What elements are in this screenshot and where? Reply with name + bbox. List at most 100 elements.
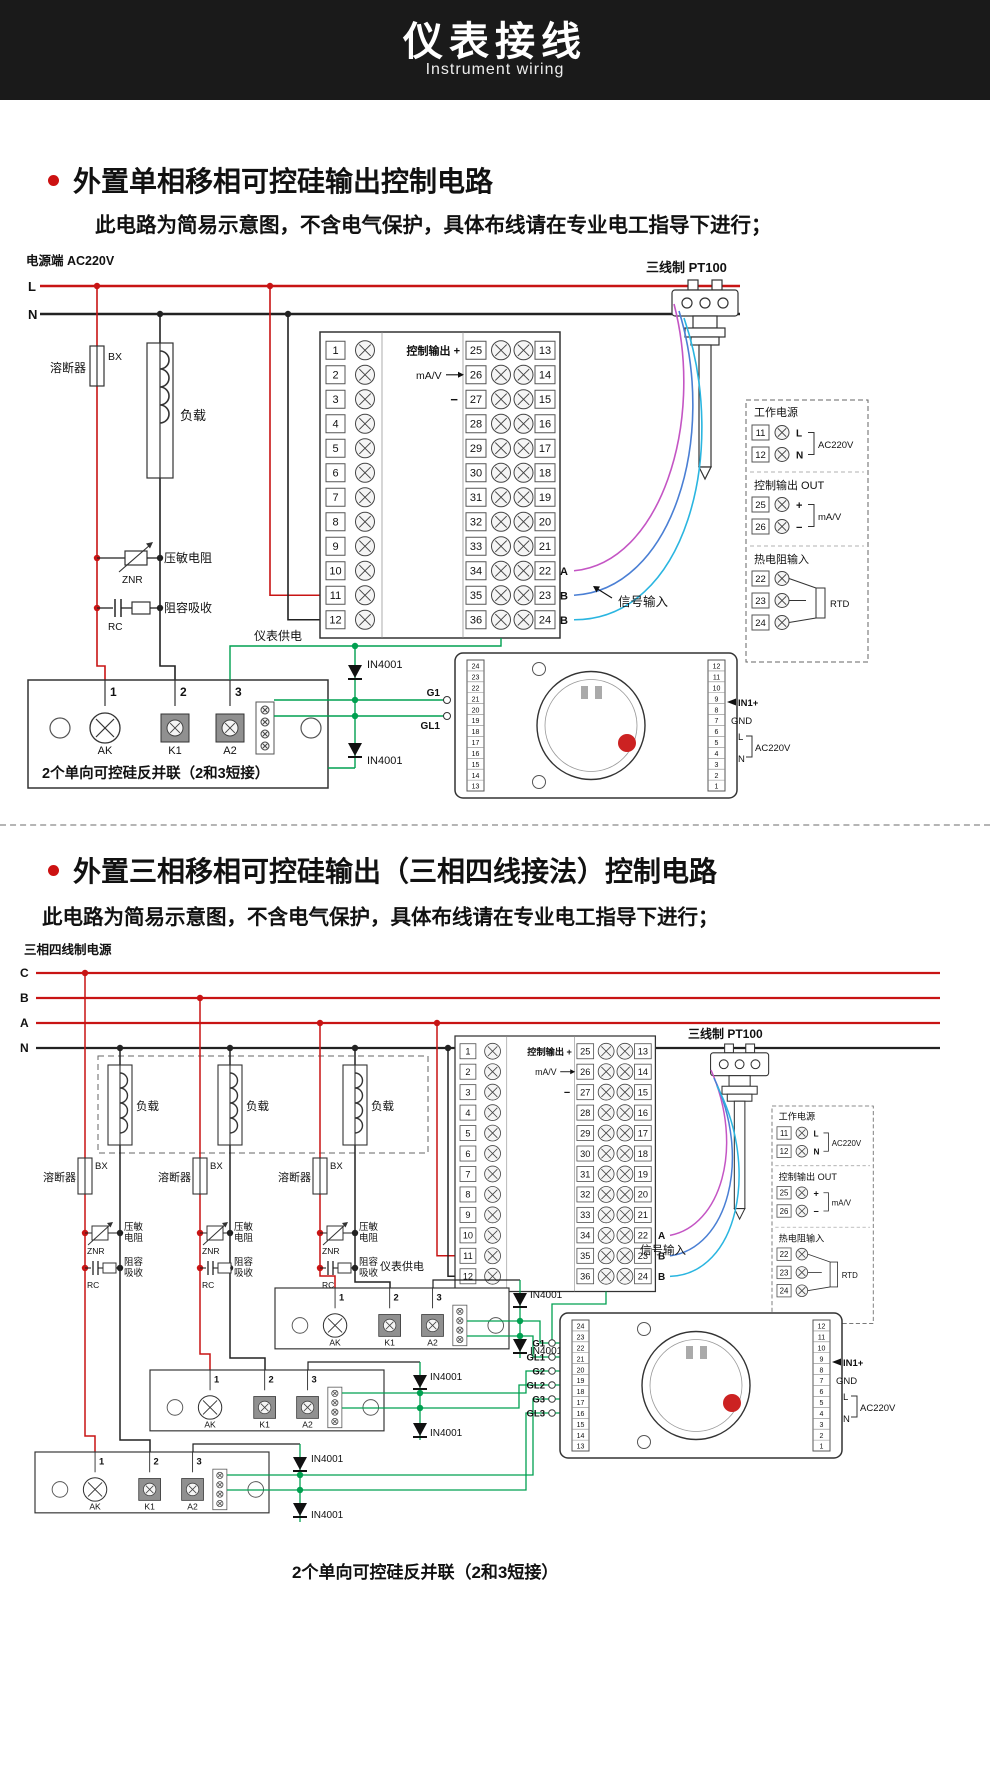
svg-text:电阻: 电阻: [124, 1232, 144, 1244]
brand-logo-icon: [618, 734, 636, 752]
svg-text:4: 4: [715, 751, 719, 758]
svg-text:2: 2: [394, 1292, 399, 1302]
svg-text:11: 11: [713, 675, 720, 682]
svg-text:L: L: [796, 429, 802, 440]
svg-text:K1: K1: [168, 745, 181, 757]
svg-text:27: 27: [470, 394, 482, 406]
svg-text:28: 28: [580, 1108, 590, 1118]
svg-text:22: 22: [539, 566, 551, 578]
svg-text:压敏电阻: 压敏电阻: [164, 550, 212, 565]
svg-text:AC220V: AC220V: [755, 743, 791, 754]
svg-text:4: 4: [332, 419, 338, 431]
svg-text:负载: 负载: [371, 1099, 394, 1113]
svg-text:N: N: [796, 451, 803, 462]
svg-text:3: 3: [465, 1087, 470, 1097]
svg-text:15: 15: [638, 1087, 648, 1097]
svg-text:33: 33: [580, 1210, 590, 1220]
svg-text:13: 13: [577, 1444, 585, 1451]
svg-text:25: 25: [580, 1047, 590, 1057]
scr-parallel-note: 2个单向可控硅反并联（2和3短接）: [292, 1563, 559, 1582]
svg-text:吸收: 吸收: [234, 1267, 254, 1279]
svg-text:IN4001: IN4001: [530, 1346, 563, 1357]
svg-text:16: 16: [472, 751, 480, 758]
svg-text:ZNR: ZNR: [87, 1246, 104, 1256]
svg-text:ZNR: ZNR: [322, 1246, 339, 1256]
svg-text:阻容吸收: 阻容吸收: [164, 600, 212, 615]
svg-text:AK: AK: [329, 1338, 341, 1348]
svg-text:18: 18: [472, 729, 480, 736]
bullet-icon: [48, 864, 59, 876]
svg-text:10: 10: [329, 566, 341, 578]
svg-text:17: 17: [539, 443, 551, 455]
svg-text:B: B: [560, 615, 568, 627]
svg-text:电阻: 电阻: [234, 1232, 254, 1244]
svg-text:21: 21: [539, 541, 551, 553]
svg-text:8: 8: [820, 1367, 824, 1374]
svg-text:IN4001: IN4001: [367, 659, 402, 671]
svg-text:22: 22: [472, 685, 480, 692]
svg-text:压敏: 压敏: [234, 1221, 254, 1233]
section2-title: 外置三相移相可控硅输出（三相四线接法）控制电路: [48, 850, 717, 890]
svg-text:A: A: [560, 566, 568, 578]
svg-text:31: 31: [470, 492, 482, 504]
svg-text:吸收: 吸收: [124, 1267, 144, 1279]
svg-text:AK: AK: [98, 745, 113, 757]
svg-text:35: 35: [470, 590, 482, 602]
svg-text:8: 8: [465, 1190, 470, 1200]
bullet-icon: [48, 174, 59, 186]
svg-text:3: 3: [196, 1456, 201, 1466]
svg-text:控制输出 +: 控制输出 +: [407, 344, 460, 358]
svg-text:13: 13: [638, 1047, 648, 1057]
svg-text:24: 24: [539, 615, 551, 627]
svg-text:B: B: [658, 1272, 665, 1283]
svg-text:26: 26: [780, 1207, 789, 1216]
section-divider: [0, 824, 990, 826]
svg-text:31: 31: [580, 1169, 590, 1179]
pt100-probe: [710, 1043, 770, 1221]
svg-text:14: 14: [577, 1433, 585, 1440]
svg-text:23: 23: [539, 590, 551, 602]
svg-text:IN4001: IN4001: [311, 1510, 344, 1521]
svg-text:23: 23: [780, 1268, 789, 1277]
svg-text:12: 12: [329, 615, 341, 627]
svg-text:14: 14: [539, 370, 551, 382]
svg-text:7: 7: [715, 718, 719, 725]
svg-text:−: −: [796, 522, 802, 534]
svg-text:K1: K1: [384, 1338, 395, 1348]
svg-text:7: 7: [465, 1169, 470, 1179]
svg-text:IN4001: IN4001: [367, 755, 402, 767]
svg-text:25: 25: [755, 500, 766, 511]
svg-text:9: 9: [820, 1356, 824, 1363]
svg-text:GL2: GL2: [527, 1381, 545, 1392]
svg-text:工作电源: 工作电源: [754, 405, 798, 419]
svg-text:27: 27: [580, 1087, 590, 1097]
svg-text:16: 16: [539, 419, 551, 431]
svg-text:G1: G1: [532, 1339, 545, 1350]
svg-text:1: 1: [339, 1292, 344, 1302]
svg-text:1: 1: [99, 1456, 104, 1466]
svg-text:18: 18: [539, 468, 551, 480]
svg-text:29: 29: [470, 443, 482, 455]
svg-text:24: 24: [638, 1272, 648, 1282]
svg-text:压敏: 压敏: [124, 1221, 144, 1233]
svg-text:1: 1: [110, 685, 117, 699]
pt100-probe: [671, 279, 739, 481]
svg-text:L: L: [28, 279, 36, 294]
svg-text:GL1: GL1: [421, 721, 441, 732]
svg-text:1: 1: [332, 345, 338, 357]
svg-text:工作电源: 工作电源: [779, 1110, 816, 1121]
svg-text:RC: RC: [202, 1280, 214, 1290]
svg-text:GL1: GL1: [527, 1353, 546, 1364]
svg-text:7: 7: [332, 492, 338, 504]
svg-text:22: 22: [755, 574, 766, 585]
svg-text:23: 23: [755, 596, 766, 607]
svg-text:AC220V: AC220V: [818, 440, 854, 451]
svg-text:ZNR: ZNR: [122, 575, 143, 586]
section1-warning: 此电路为简易示意图，不含电气保护，具体布线请在专业电工指导下进行；: [95, 214, 772, 237]
svg-text:21: 21: [577, 1356, 585, 1363]
svg-text:36: 36: [580, 1272, 590, 1282]
svg-text:12: 12: [463, 1272, 473, 1282]
